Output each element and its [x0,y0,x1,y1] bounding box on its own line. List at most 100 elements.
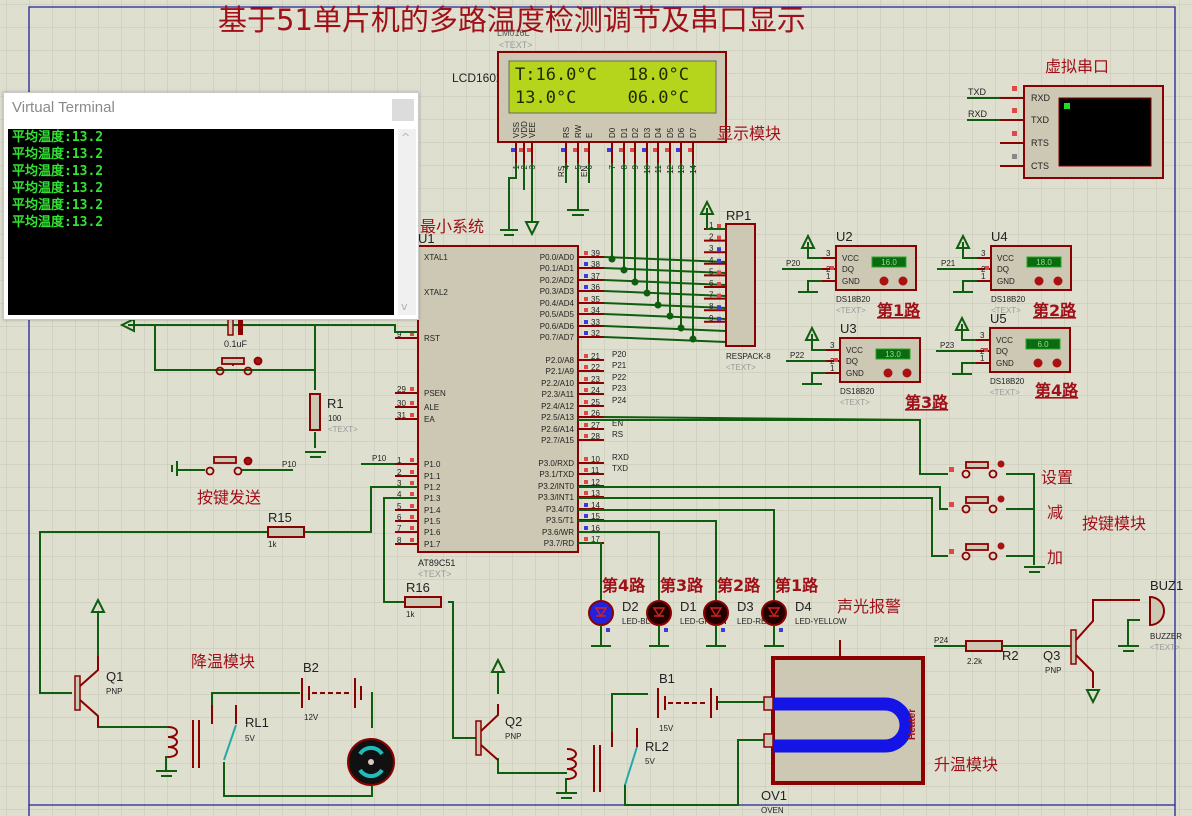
sensor-decrease-button[interactable] [1034,276,1044,286]
r15-ref: R15 [268,510,292,525]
led-wires [578,509,775,600]
pin-state-marker [584,423,588,427]
sensor-text-tag: <TEXT> [991,306,1021,315]
virtual-terminal-window[interactable]: Virtual Terminal 平均温度:13.2 平均温度:13.2 平均温… [3,92,419,320]
mcu-pin-label: P1.0 [424,460,441,469]
pin-state-marker [410,458,414,462]
respack-pin-number: 1 [709,221,714,230]
reset-button[interactable] [215,356,263,376]
sensor-pin-label: DQ [996,347,1008,356]
pin-state-marker [584,354,588,358]
mcu-pin-label: ALE [424,403,439,412]
b1-ref: B1 [659,671,675,686]
pin-state-marker [949,502,954,507]
q3-ref: Q3 [1043,648,1060,663]
mcu-pin-label: P2.1/A9 [546,367,575,376]
mcu-at89c51[interactable]: 最小系统 U1 XTAL1XTAL2RST9PSEN29ALE30EA31P1.… [395,217,604,579]
q2-type: PNP [505,732,521,741]
keys-module[interactable]: 设置 减 加 按键模块 [578,419,1146,573]
key-cap [965,543,989,551]
vertical-scrollbar[interactable]: ^ v [398,129,416,315]
pin-state-marker [584,514,588,518]
sensor-pin-label: GND [842,277,860,286]
mcu-text-tag: <TEXT> [418,569,452,579]
sensor-pin-number: 3 [826,249,831,258]
virtual-terminal-title[interactable]: Virtual Terminal [12,99,115,116]
pin-state-marker [630,148,634,152]
sensor-increase-button[interactable] [898,276,908,286]
scroll-up-icon[interactable]: ^ [401,131,411,144]
mcu-pin-label: P1.4 [424,506,441,515]
send-key[interactable]: P10 按键发送 P10 [171,454,395,507]
pin-state-marker [717,235,721,240]
key-button-0[interactable] [949,460,1005,479]
close-button[interactable] [392,99,414,121]
lcd-pin-label: D0 [608,127,617,138]
mcu-pin-label: P0.1/AD1 [540,264,575,273]
sensor-increase-button[interactable] [902,368,912,378]
respack-part: RESPACK-8 [726,352,771,361]
sensor-decrease-button[interactable] [883,368,893,378]
serial-pin-label: TXD [1031,115,1050,125]
led-channel-label: 第3路 [660,576,704,595]
mcu-pin-label: P3.6/WR [542,528,574,537]
pin-state-marker [584,468,588,472]
mcu-pin-number: 14 [591,501,600,510]
sensor-pin-number: 1 [830,364,835,373]
sensor-ref: U2 [836,229,853,244]
key-contact [961,469,971,479]
pin-state-marker [584,457,588,461]
mcu-pin-label: P2.7/A15 [541,436,574,445]
mcu-pin-number: 8 [397,536,402,545]
lcd-text-tag: <TEXT> [499,40,533,50]
q2-ref: Q2 [505,714,522,729]
reset-capacitor [227,317,234,336]
mcu-pin-number: 29 [397,385,406,394]
terminal-output[interactable]: 平均温度:13.2 平均温度:13.2 平均温度:13.2 平均温度:13.2 … [8,129,394,315]
mcu-pin-number: 13 [591,489,600,498]
ground-symbol [556,792,577,799]
mcu-pin-label: P1.1 [424,472,441,481]
sensor-increase-button[interactable] [1053,276,1063,286]
keys-module-label: 按键模块 [1082,514,1146,533]
pin-state-marker [584,274,588,278]
net-label: RXD [612,453,629,462]
wire [962,280,977,292]
key-button-1[interactable] [949,495,1005,514]
sensor-pin-number: 1 [981,272,986,281]
buzzer-circuit[interactable]: P24 2.2k R2 Q3 PNP BUZ1 BUZZER <TEXT> [934,578,1183,705]
key-label-dec: 减 [1047,503,1063,522]
mcu-pin-label: XTAL2 [424,288,448,297]
mcu-pin-number: 9 [397,330,402,339]
lcd1602[interactable]: LM016L <TEXT> LCD1602 T:16.0°C 18.0°C 13… [452,28,781,177]
sensor-decrease-button[interactable] [879,276,889,286]
reset-circuit[interactable]: 0.1uF R1 100 <TEXT> [119,317,418,458]
pin-state-marker [949,549,954,554]
key-button-2[interactable] [949,542,1005,561]
heater-label: Heater [907,709,918,740]
sensor-decrease-button[interactable] [1033,358,1043,368]
sensor-text-tag: <TEXT> [836,306,866,315]
pin-state-marker [584,400,588,404]
sensor-net: P23 [940,341,955,350]
cooling-module[interactable]: R15 1k Q1 PNP 降温模块 RL1 5V B2 12V [39,486,418,797]
sensor-increase-button[interactable] [1052,358,1062,368]
send-key-net: P10 [282,460,297,469]
sensor-net: P22 [790,351,805,360]
bus-wire [603,325,727,332]
scroll-down-icon[interactable]: v [401,300,408,313]
mcu-pin-number: 26 [591,409,600,418]
heating-module[interactable]: R16 1k Q2 PNP RL2 5V B1 15V Heater OV1 O… [383,497,998,815]
mcu-ref: U1 [418,231,435,246]
net-label: P23 [612,384,627,393]
